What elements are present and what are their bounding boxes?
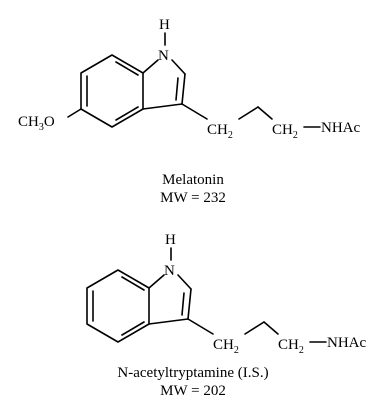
- methoxy-o: O: [44, 114, 55, 130]
- melatonin-c3-c3a-bond: [142, 103, 183, 110]
- nat-c3-c3a-bond: [148, 318, 189, 325]
- melatonin-c2-c3-bond: [181, 73, 186, 105]
- nat-c2-c3-double: [181, 292, 185, 316]
- melatonin-n-label: N: [158, 48, 169, 64]
- melatonin-methoxy-label: CH3O: [18, 114, 55, 133]
- melatonin-c3-ch2-bond: [181, 103, 208, 120]
- nat-benzene-double-3: [121, 321, 145, 336]
- methoxy-ch: CH: [18, 114, 39, 130]
- nat-h-label: H: [165, 232, 176, 248]
- melatonin-structure: H N CH3O CH2 CH2 NHAc: [18, 17, 360, 141]
- nat-ch2a-label: CH2: [213, 337, 239, 356]
- nat-ch2-ch2-bond-2: [263, 321, 279, 335]
- nat-nhac-label: NHAc: [327, 335, 366, 351]
- melatonin-ch2-ch2-bond: [238, 106, 259, 120]
- methoxy-subscript: 3: [39, 122, 44, 133]
- melatonin-nhac-label: NHAc: [321, 120, 360, 136]
- melatonin-c7a-n-bond: [142, 59, 159, 74]
- melatonin-benzene-ring: [80, 54, 144, 128]
- nat-n-c2-bond: [177, 274, 192, 290]
- melatonin-c5-o-bond: [67, 108, 82, 118]
- melatonin-benzene-double-2: [115, 61, 139, 76]
- acetyltryptamine-mw: MW = 202: [160, 383, 226, 399]
- melatonin-ch2a-label: CH2: [207, 122, 233, 141]
- melatonin-ch2b-label: CH2: [272, 122, 298, 141]
- melatonin-n-c2-bond: [171, 59, 186, 75]
- melatonin-h-label: H: [159, 17, 170, 33]
- nat-ch2-ch2-bond: [244, 321, 265, 335]
- nat-c7a-n-bond: [148, 274, 165, 289]
- melatonin-mw: MW = 232: [160, 190, 226, 206]
- melatonin-c2-c3-double: [175, 77, 179, 101]
- nat-c2-c3-bond: [187, 288, 192, 320]
- nat-benzene-double-2: [121, 276, 145, 291]
- nat-benzene-ring: [86, 269, 150, 343]
- acetyltryptamine-structure: H N CH2 CH2 NHAc: [86, 232, 366, 356]
- melatonin-benzene-double-3: [115, 106, 139, 121]
- melatonin-ch2-ch2-bond-2: [257, 106, 273, 120]
- acetyltryptamine-name: N-acetyltryptamine (I.S.): [117, 365, 268, 381]
- melatonin-name: Melatonin: [162, 172, 224, 188]
- nat-c3-ch2-bond: [187, 318, 214, 335]
- nat-n-label: N: [164, 263, 175, 279]
- nat-ch2b-label: CH2: [278, 337, 304, 356]
